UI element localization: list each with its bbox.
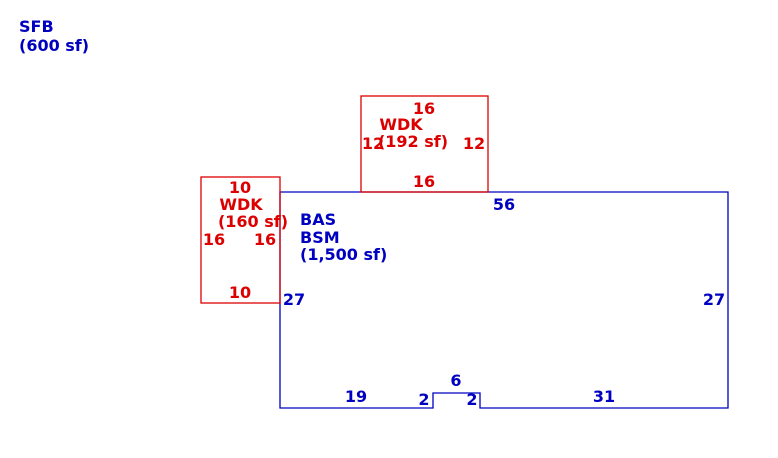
dim-notch-left: 2 xyxy=(418,390,429,409)
left-deck-code: WDK xyxy=(219,195,263,214)
sfb-area: (600 sf) xyxy=(19,36,90,55)
main-code-2: BSM xyxy=(300,228,340,247)
dim-left-deck-left: 16 xyxy=(203,230,225,249)
dim-top-deck-bottom: 16 xyxy=(413,172,435,191)
dim-main-left: 27 xyxy=(283,290,305,309)
dim-main-bottom-right: 31 xyxy=(593,387,615,406)
sfb-code: SFB xyxy=(19,17,54,36)
dim-left-deck-top: 10 xyxy=(229,178,251,197)
dim-notch-right: 2 xyxy=(466,390,477,409)
dim-left-deck-bottom: 10 xyxy=(229,283,251,302)
dim-top-deck-right: 12 xyxy=(463,134,485,153)
dim-main-top: 56 xyxy=(493,195,515,214)
left-deck-outline xyxy=(200,176,281,304)
dim-main-right: 27 xyxy=(703,290,725,309)
main-area-size: (1,500 sf) xyxy=(300,245,387,264)
left-deck-area: (160 sf) xyxy=(218,212,288,231)
dim-top-deck-left: 12 xyxy=(362,134,384,153)
main-building-outline xyxy=(279,191,729,409)
dim-main-bottom-left: 19 xyxy=(345,387,367,406)
top-deck-code: WDK xyxy=(379,115,423,134)
main-code-1: BAS xyxy=(300,210,336,229)
dim-notch-width: 6 xyxy=(450,371,461,390)
top-deck-outline xyxy=(360,95,489,193)
top-deck-area: (192 sf) xyxy=(378,132,448,151)
sfb-area-label: SFB (600 sf) xyxy=(19,17,89,55)
dim-top-deck-top: 16 xyxy=(413,99,435,118)
dim-left-deck-right: 16 xyxy=(254,230,276,249)
